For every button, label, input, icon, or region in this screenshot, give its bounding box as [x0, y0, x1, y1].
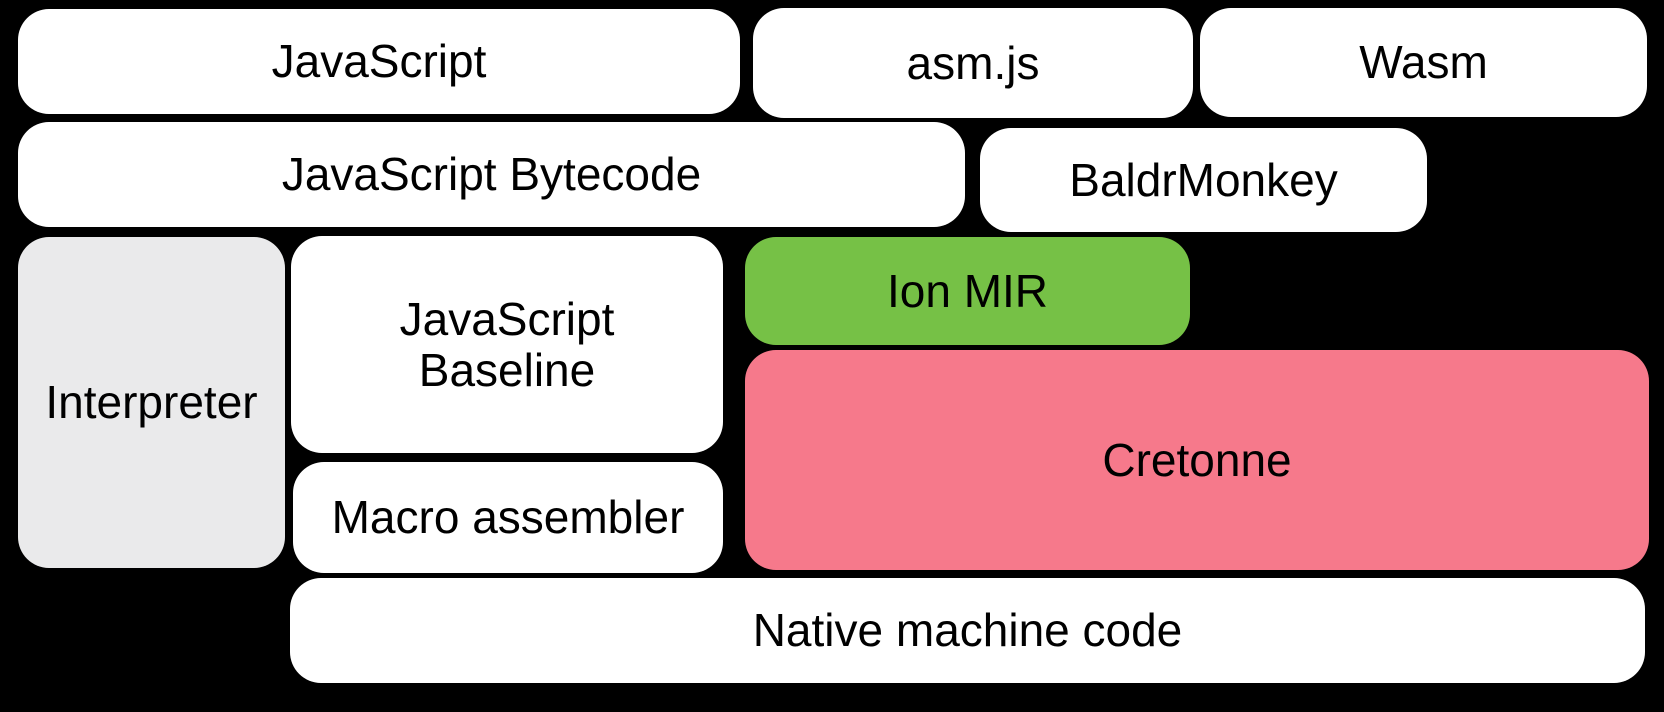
node-ion-mir-label: Ion MIR [886, 264, 1049, 317]
node-javascript: JavaScript [18, 9, 740, 114]
node-javascript-baseline: JavaScript Baseline [291, 236, 723, 453]
node-interpreter: Interpreter [18, 237, 285, 568]
node-native-machine-code: Native machine code [290, 578, 1645, 683]
node-wasm-label: Wasm [1359, 36, 1488, 89]
node-macro-assembler-label: Macro assembler [331, 491, 685, 544]
node-cretonne: Cretonne [745, 350, 1649, 570]
node-ion-mir: Ion MIR [745, 237, 1190, 345]
node-interpreter-label: Interpreter [45, 376, 258, 429]
node-javascript-baseline-label-line2: Baseline [418, 343, 596, 396]
node-native-machine-code-label: Native machine code [752, 604, 1183, 657]
node-baldrmonkey: BaldrMonkey [980, 128, 1427, 232]
node-wasm: Wasm [1200, 8, 1647, 117]
node-javascript-label: JavaScript [271, 35, 487, 88]
node-asmjs-label: asm.js [906, 36, 1040, 89]
node-javascript-baseline-label-line1: JavaScript [399, 292, 615, 345]
node-javascript-bytecode-label: JavaScript Bytecode [281, 148, 702, 201]
node-asmjs: asm.js [753, 8, 1193, 118]
node-macro-assembler: Macro assembler [293, 462, 723, 573]
node-cretonne-label: Cretonne [1102, 433, 1292, 486]
node-baldrmonkey-label: BaldrMonkey [1069, 153, 1338, 206]
node-javascript-bytecode: JavaScript Bytecode [18, 122, 965, 227]
